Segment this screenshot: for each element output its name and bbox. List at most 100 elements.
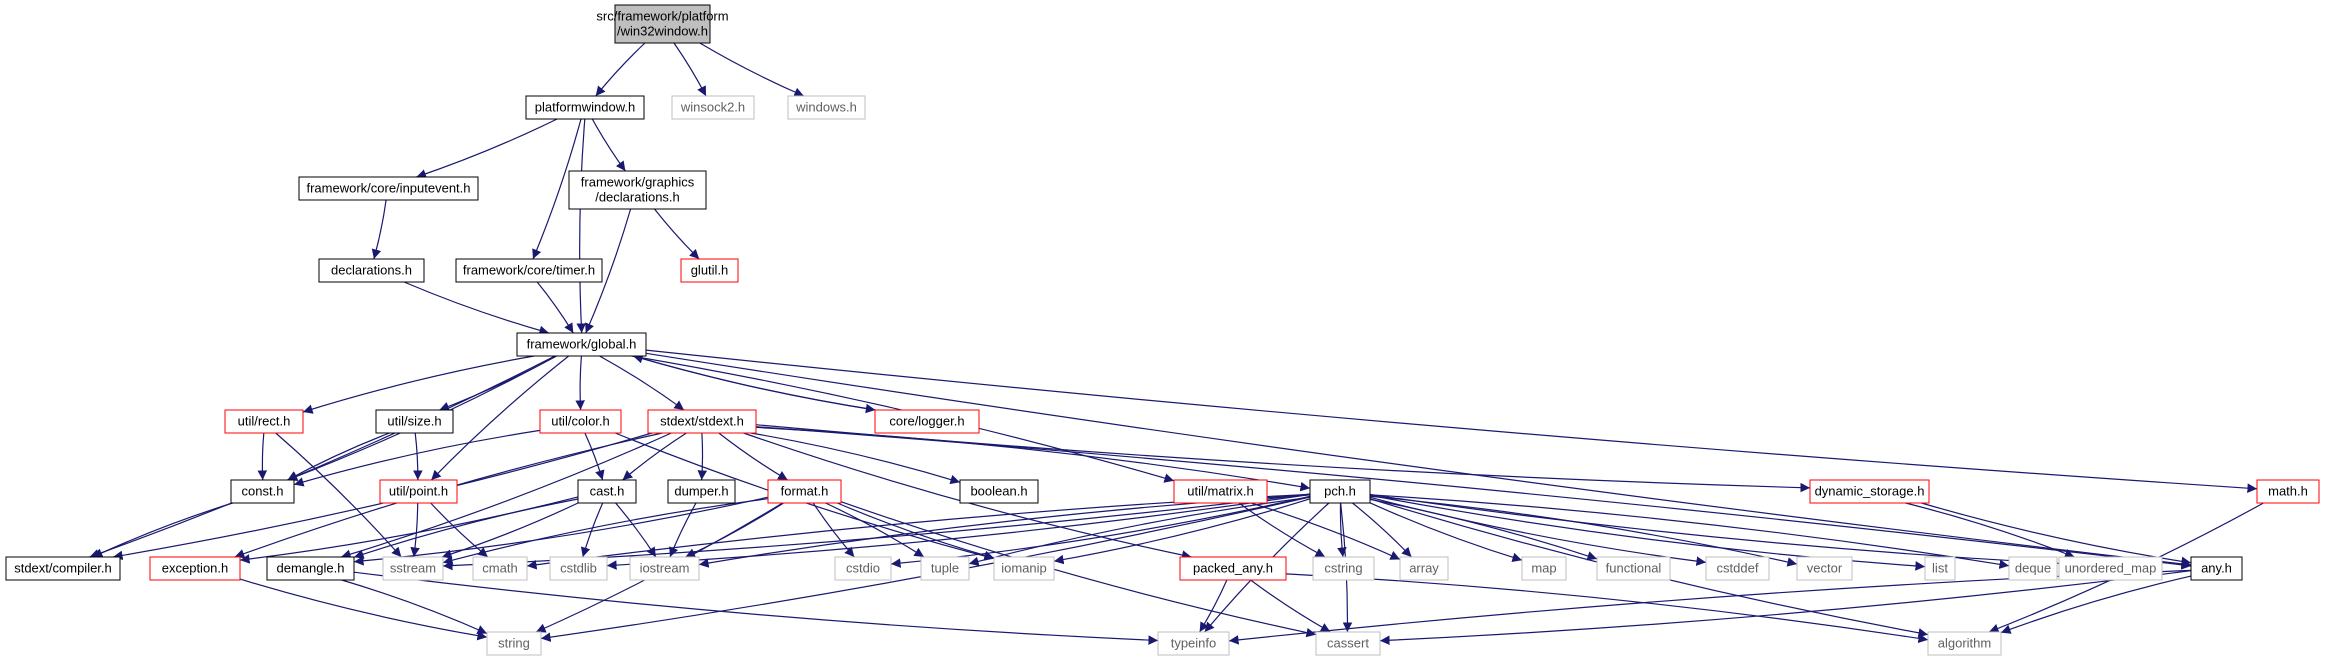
node-color[interactable]: util/color.h (539, 409, 622, 434)
node-rect[interactable]: util/rect.h (224, 409, 304, 434)
node-graphicsdecl[interactable]: framework/graphics/declarations.h (568, 170, 707, 210)
edge-platformwindow-to-global (576, 118, 587, 334)
node-box-logger (874, 409, 980, 434)
node-label-logger: core/logger.h (889, 414, 964, 429)
node-pch[interactable]: pch.h (1309, 479, 1371, 504)
edge-global-to-math (645, 349, 2258, 493)
node-box-platformwindow (525, 95, 645, 120)
edge-declarations-to-global (403, 281, 550, 336)
edge-pch-to-cstring (1337, 502, 1347, 558)
edge-rect-to-const (257, 432, 268, 481)
node-matrix[interactable]: util/matrix.h (1173, 479, 1268, 504)
node-demangle[interactable]: demangle.h (266, 556, 355, 581)
edge-format-to-tuple (825, 502, 925, 558)
edge-dynstorage-to-unordered_map (1905, 502, 2075, 558)
edges-layer (89, 42, 2264, 646)
node-box-demangle (266, 556, 355, 581)
node-label-iostream: iostream (640, 561, 690, 576)
node-point[interactable]: util/point.h (379, 479, 458, 504)
node-math[interactable]: math.h (2256, 479, 2320, 504)
node-platformwindow[interactable]: platformwindow.h (525, 95, 645, 120)
edge-pch-to-iomanip (1053, 498, 1311, 565)
node-exception[interactable]: exception.h (149, 556, 241, 581)
edge-cast-to-iostream (615, 502, 657, 558)
node-box-inputevent (298, 176, 479, 201)
node-stdext[interactable]: stdext/stdext.h (647, 409, 757, 434)
node-label-any: any.h (2201, 561, 2232, 576)
edge-stdext-to-pch (755, 426, 1311, 492)
node-logger[interactable]: core/logger.h (874, 409, 980, 434)
edge-stdext-to-any (755, 426, 2192, 570)
node-label-dynstorage: dynamic_storage.h (1815, 484, 1925, 499)
node-box-iomanip (993, 556, 1055, 581)
node-any[interactable]: any.h (2190, 556, 2243, 581)
edge-root-to-winsock2 (673, 42, 707, 97)
node-box-stdext (647, 409, 757, 434)
node-box-tuple (920, 556, 970, 581)
edge-graphicsdecl-to-global (585, 208, 632, 334)
node-cast[interactable]: cast.h (577, 479, 637, 504)
node-box-size (375, 409, 454, 434)
node-global[interactable]: framework/global.h (516, 332, 647, 357)
edge-platformwindow-to-timer (532, 118, 582, 260)
node-dumper[interactable]: dumper.h (667, 479, 736, 504)
edge-pch-to-deque (1369, 494, 2010, 570)
node-cstddef: cstddef (1705, 556, 1770, 581)
node-label-color: util/color.h (551, 414, 610, 429)
node-packedany[interactable]: packed_any.h (1179, 556, 1287, 581)
node-const[interactable]: const.h (230, 479, 295, 504)
node-label-declarations: declarations.h (331, 263, 412, 278)
node-glutil[interactable]: glutil.h (680, 258, 739, 283)
node-boolean[interactable]: boolean.h (959, 479, 1039, 504)
node-label-string: string (498, 636, 530, 651)
node-label-pch: pch.h (1324, 484, 1356, 499)
edge-packedany-to-algorithm (1285, 573, 1929, 644)
node-box-exception (149, 556, 241, 581)
node-label-graphicsdecl-line1: /declarations.h (595, 190, 680, 205)
edge-timer-to-global (536, 281, 574, 334)
node-label-sstream: sstream (390, 561, 436, 576)
node-declarations[interactable]: declarations.h (318, 258, 425, 283)
node-box-cstddef (1705, 556, 1770, 581)
node-unordered_map: unordered_map (2058, 556, 2163, 581)
node-inputevent[interactable]: framework/core/inputevent.h (298, 176, 479, 201)
node-box-timer (455, 258, 603, 283)
node-cstdlib: cstdlib (549, 556, 608, 581)
nodes-layer: src/framework/platform/win32window.h plat… (5, 4, 2320, 656)
node-label-unordered_map: unordered_map (2065, 561, 2157, 576)
edge-exception-to-string (239, 578, 488, 641)
node-label-winsock2: winsock2.h (680, 100, 745, 115)
node-box-color (539, 409, 622, 434)
node-box-glutil (680, 258, 739, 283)
node-compiler[interactable]: stdext/compiler.h (5, 556, 121, 581)
node-dynstorage[interactable]: dynamic_storage.h (1809, 479, 1930, 504)
node-label-cstddef: cstddef (1717, 561, 1759, 576)
edge-rect-to-sstream (275, 432, 402, 558)
node-label-stdext: stdext/stdext.h (660, 414, 744, 429)
edge-platformwindow-to-inputevent (416, 118, 558, 179)
node-box-cstdlib (549, 556, 608, 581)
edge-color-to-const (293, 429, 541, 487)
node-box-cassert (1315, 631, 1381, 656)
node-format[interactable]: format.h (767, 479, 842, 504)
node-box-deque (2008, 556, 2058, 581)
node-iomanip: iomanip (993, 556, 1055, 581)
edge-matrix-to-cstring (1238, 502, 1326, 558)
node-label-inputevent: framework/core/inputevent.h (306, 181, 470, 196)
node-box-any (2190, 556, 2243, 581)
node-size[interactable]: util/size.h (375, 409, 454, 434)
node-tuple: tuple (920, 556, 970, 581)
node-label-vector: vector (1807, 561, 1843, 576)
node-label-matrix: util/matrix.h (1187, 484, 1253, 499)
node-label-const: const.h (242, 484, 284, 499)
node-winsock2: winsock2.h (671, 95, 755, 120)
node-label-glutil: glutil.h (691, 263, 729, 278)
node-box-const (230, 479, 295, 504)
node-root[interactable]: src/framework/platform/win32window.h (596, 4, 729, 44)
edge-size-to-point (413, 432, 423, 481)
node-box-vector (1796, 556, 1853, 581)
node-box-boolean (959, 479, 1039, 504)
node-timer[interactable]: framework/core/timer.h (455, 258, 603, 283)
edge-cast-to-exception (239, 496, 579, 564)
